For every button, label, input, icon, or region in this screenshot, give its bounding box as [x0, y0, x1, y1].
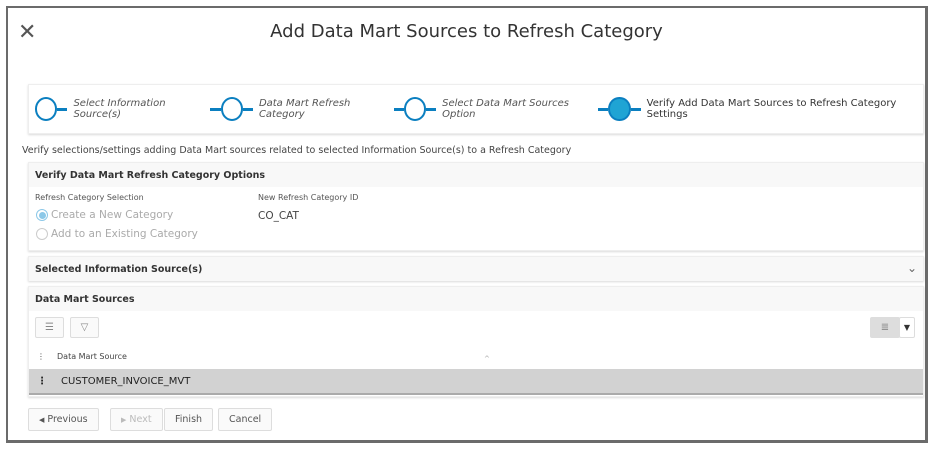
step-4[interactable]: Verify Add Data Mart Sources to Refresh … [608, 97, 923, 121]
wizard-stepper: Select Information Source(s) Data Mart R… [28, 84, 924, 134]
next-button[interactable]: ▶ Next [110, 408, 163, 431]
chevron-down-icon[interactable]: ⌄ [906, 261, 917, 275]
sort-icon[interactable]: ^ [484, 355, 490, 363]
radio-create-new[interactable]: Create a New Category [36, 209, 173, 221]
datamart-panel: Data Mart Sources ☰ ▽ ≣ ▼ ⋮Data Mart Sou… [28, 286, 924, 397]
id-label: New Refresh Category ID [258, 193, 359, 202]
panel-title: Data Mart Sources [29, 287, 923, 311]
step-2[interactable]: Data Mart Refresh Category [220, 97, 404, 121]
grid-view-button[interactable]: ≣ [870, 317, 900, 338]
step-circle-icon [608, 97, 631, 121]
options-panel: Verify Data Mart Refresh Category Option… [28, 162, 924, 251]
description: Verify selections/settings adding Data M… [22, 145, 572, 156]
sources-panel[interactable]: Selected Information Source(s) ⌄ [28, 256, 924, 281]
id-value: CO_CAT [258, 210, 299, 222]
table-row[interactable]: ⋮CUSTOMER_INVOICE_MVT [29, 369, 923, 395]
close-icon[interactable]: ✕ [18, 20, 37, 45]
cancel-button[interactable]: Cancel [218, 408, 273, 431]
panel-title: Selected Information Source(s) [29, 257, 923, 281]
step-circle-icon [35, 97, 58, 121]
selection-label: Refresh Category Selection [35, 193, 144, 202]
finish-button[interactable]: Finish [164, 408, 214, 431]
step-1[interactable]: Select Information Source(s) [35, 97, 221, 121]
column-list-button[interactable]: ☰ [35, 317, 64, 338]
previous-button[interactable]: ◀ Previous [28, 408, 99, 431]
panel-title: Verify Data Mart Refresh Category Option… [29, 163, 923, 187]
row-menu-icon[interactable]: ⋮ [37, 376, 47, 387]
dialog: ✕ Add Data Mart Sources to Refresh Categ… [6, 6, 928, 443]
column-header[interactable]: ⋮Data Mart Source^ [37, 352, 490, 363]
step-circle-icon [220, 97, 243, 121]
step-3[interactable]: Select Data Mart Sources Option [403, 97, 609, 121]
column-menu-icon[interactable]: ⋮ [37, 352, 45, 361]
radio-add-existing[interactable]: Add to an Existing Category [36, 228, 198, 240]
filter-button[interactable]: ▽ [70, 317, 99, 338]
step-circle-icon [403, 97, 427, 121]
dialog-title: Add Data Mart Sources to Refresh Categor… [270, 21, 663, 42]
view-dropdown-icon[interactable]: ▼ [899, 317, 915, 338]
